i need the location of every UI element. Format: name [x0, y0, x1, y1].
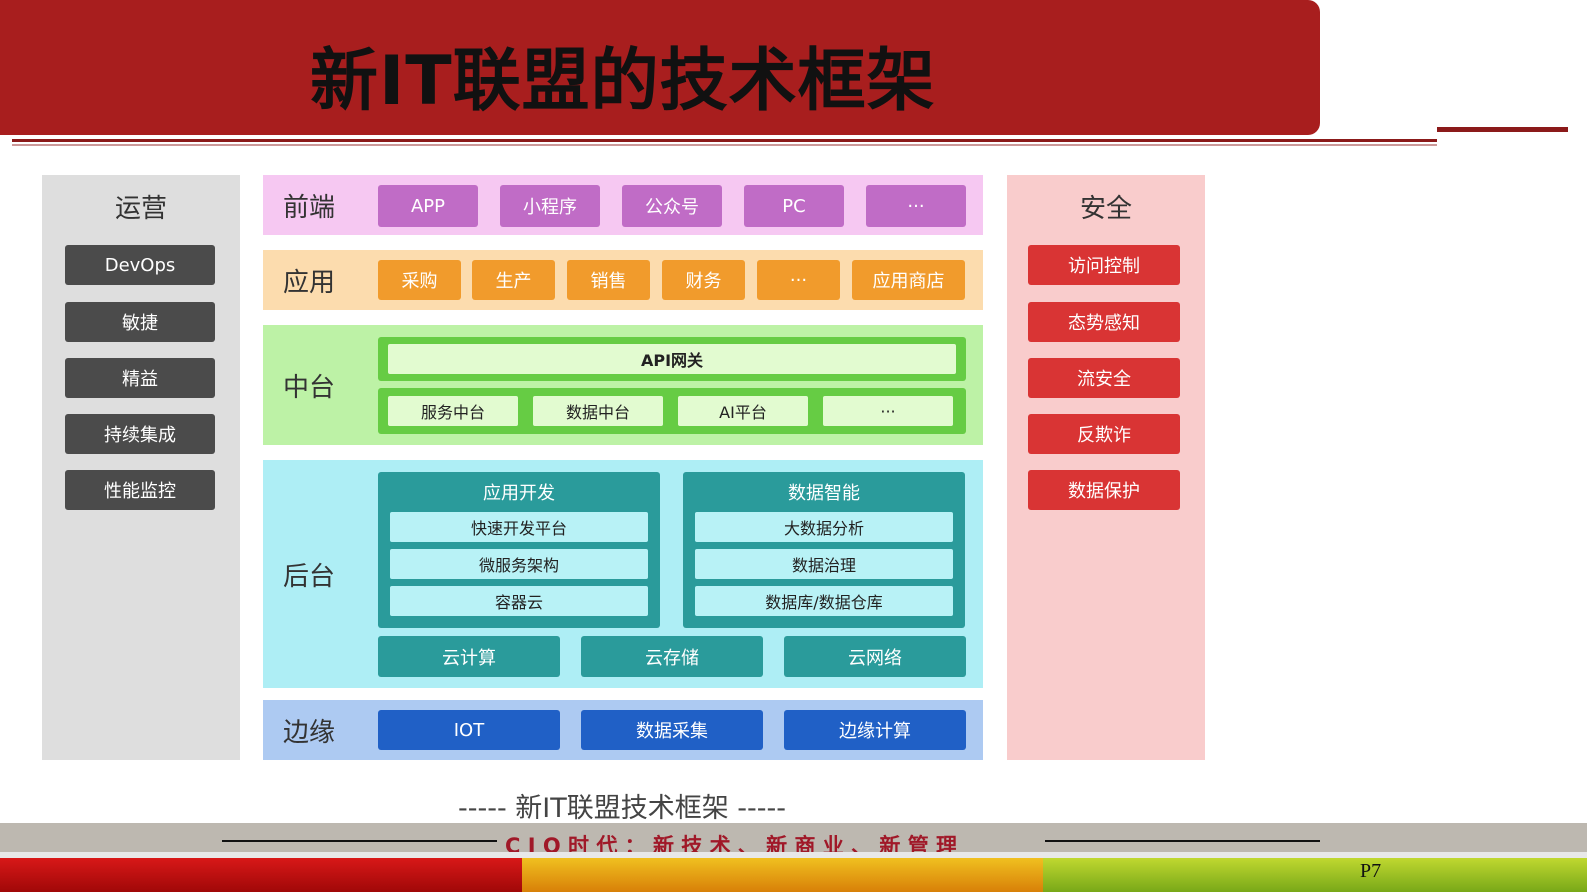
ops-item: DevOps [65, 245, 215, 285]
frontend-item: APP [378, 185, 478, 227]
app-dev-item: 容器云 [390, 586, 648, 616]
middle-label: 中台 [282, 372, 335, 403]
middle-item: AI平台 [678, 396, 808, 426]
application-item: 财务 [662, 260, 745, 300]
app-dev-title: 应用开发 [483, 483, 555, 504]
cloud-item: 云计算 [378, 636, 560, 677]
footer-bar-red [0, 858, 522, 892]
title-bar [0, 0, 1320, 135]
security-label: 安全 [1079, 193, 1132, 224]
data-intel-block: 数据智能 大数据分析 数据治理 数据库/数据仓库 [683, 472, 965, 628]
cloud-item: 云网络 [784, 636, 966, 677]
footer-slogan: C I O 时 代 ： 新 技 术 、 新 商 业 、 新 管 理 [505, 834, 958, 852]
edge-item: IOT [378, 710, 560, 750]
divider [1437, 127, 1568, 132]
ops-item: 性能监控 [65, 470, 215, 510]
edge-item: 数据采集 [581, 710, 763, 750]
data-intel-item: 大数据分析 [695, 512, 953, 542]
frontend-item: 小程序 [500, 185, 600, 227]
middle-item: 服务中台 [388, 396, 518, 426]
footer-line [222, 840, 497, 842]
data-intel-item: 数据治理 [695, 549, 953, 579]
data-intel-item: 数据库/数据仓库 [695, 586, 953, 616]
ops-label: 运营 [114, 193, 167, 224]
app-dev-item: 快速开发平台 [390, 512, 648, 542]
footer-strip [0, 852, 1587, 858]
divider [12, 139, 1437, 142]
middle-item: ··· [823, 396, 953, 426]
application-item: 应用商店 [852, 260, 965, 300]
frontend-item: PC [744, 185, 844, 227]
application-item: ··· [757, 260, 840, 300]
diagram-caption: ----- 新IT联盟技术框架 ----- [457, 792, 787, 824]
edge-item: 边缘计算 [784, 710, 966, 750]
ops-item: 敏捷 [65, 302, 215, 342]
edge-label: 边缘 [282, 717, 335, 748]
application-item: 采购 [378, 260, 461, 300]
api-gateway: API网关 [388, 344, 956, 374]
page-title: 新IT联盟的技术框架 [310, 42, 936, 121]
application-item: 销售 [567, 260, 650, 300]
security-item: 态势感知 [1028, 302, 1180, 342]
security-item: 数据保护 [1028, 470, 1180, 510]
security-item: 访问控制 [1028, 245, 1180, 285]
application-label: 应用 [282, 267, 335, 298]
ops-item: 精益 [65, 358, 215, 398]
app-dev-item: 微服务架构 [390, 549, 648, 579]
middle-item: 数据中台 [533, 396, 663, 426]
frontend-item: ··· [866, 185, 966, 227]
frontend-label: 前端 [282, 192, 335, 223]
divider [12, 144, 1437, 146]
cloud-item: 云存储 [581, 636, 763, 677]
footer-line [1045, 840, 1320, 842]
frontend-item: 公众号 [622, 185, 722, 227]
backend-label: 后台 [282, 561, 335, 592]
data-intel-title: 数据智能 [788, 483, 860, 504]
footer-bar-orange [522, 858, 1043, 892]
application-item: 生产 [472, 260, 555, 300]
page-number: P7 [1360, 860, 1382, 882]
footer-band [0, 823, 1587, 853]
ops-item: 持续集成 [65, 414, 215, 454]
footer-bar-green [1043, 858, 1587, 892]
security-item: 反欺诈 [1028, 414, 1180, 454]
app-dev-block: 应用开发 快速开发平台 微服务架构 容器云 [378, 472, 660, 628]
security-item: 流安全 [1028, 358, 1180, 398]
